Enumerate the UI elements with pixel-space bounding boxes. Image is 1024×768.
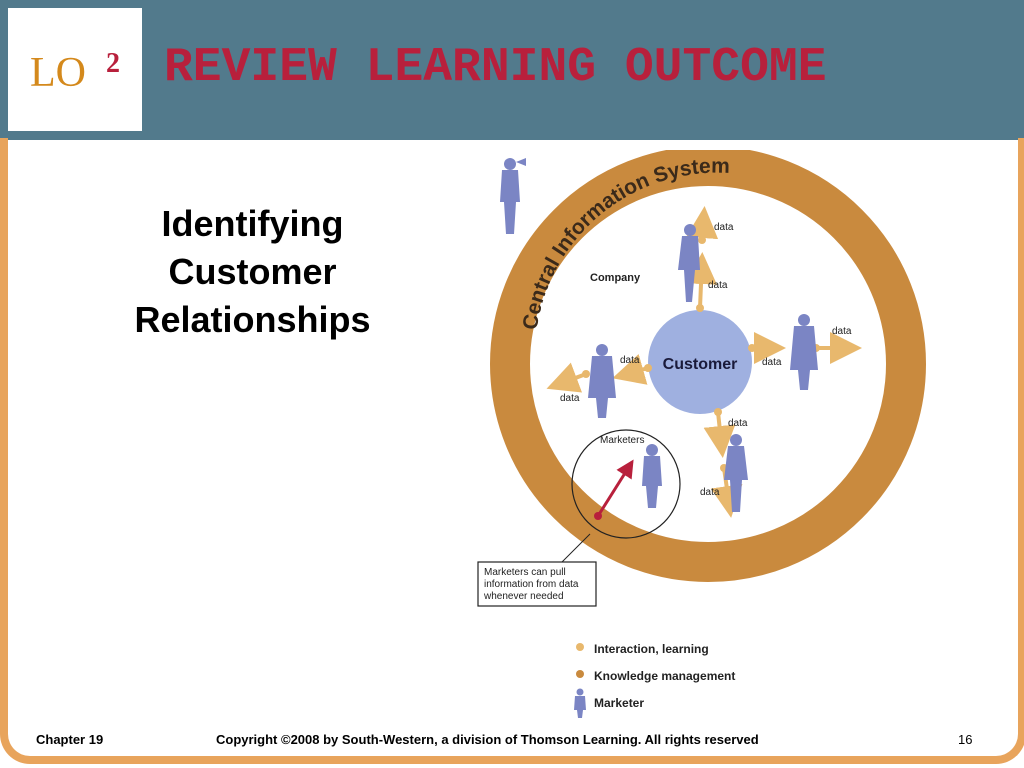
lo-badge: LO 2 — [8, 8, 142, 131]
pull-arrow — [596, 459, 634, 517]
marketer-figure-observer — [500, 158, 526, 234]
legend-label-marketer: Marketer — [594, 696, 644, 710]
pull-arrow-origin — [594, 512, 602, 520]
callout-line-2: information from data — [484, 579, 579, 590]
subtitle-line-1: Identifying — [161, 203, 344, 244]
data-arrow-bottom-1 — [703, 411, 736, 458]
data-node — [748, 344, 756, 352]
data-label: data — [762, 357, 782, 368]
data-node — [714, 408, 722, 416]
data-arrow-left-1 — [612, 354, 649, 385]
content-frame — [0, 138, 1024, 764]
subtitle-line-3: Relationships — [134, 299, 371, 340]
information-system-ring — [490, 150, 926, 582]
data-label: data — [560, 393, 580, 404]
marketer-figure-bottom — [724, 434, 748, 512]
data-node — [644, 364, 652, 372]
marketer-figure-right — [790, 314, 818, 390]
slide-title: REVIEW LEARNING OUTCOME — [164, 41, 827, 95]
data-node — [696, 304, 704, 312]
legend-marketer-icon — [574, 688, 586, 718]
data-label: data — [728, 418, 748, 429]
callout-line-1: Marketers can pull — [484, 567, 566, 578]
legend-label-interaction: Interaction, learning — [594, 642, 709, 656]
callout-connector — [561, 533, 591, 563]
footer-copyright: Copyright ©2008 by South-Western, a divi… — [216, 732, 759, 747]
marketer-figure-left — [588, 344, 616, 418]
data-arrow-top-1 — [685, 252, 717, 309]
data-label: data — [832, 326, 852, 337]
company-label: Company — [590, 272, 641, 284]
data-label: data — [714, 222, 734, 233]
data-label: data — [620, 355, 640, 366]
marketer-figure-top — [678, 224, 700, 302]
data-label: data — [700, 487, 720, 498]
lo-number: 2 — [106, 48, 120, 79]
legend-dot-interaction — [576, 643, 584, 651]
customer-label: Customer — [663, 356, 738, 373]
header-bar: LO 2 REVIEW LEARNING OUTCOME — [0, 0, 1024, 140]
data-arrow-left-2 — [546, 362, 587, 393]
data-node — [698, 236, 706, 244]
customer-circle — [648, 310, 752, 414]
subtitle-line-2: Customer — [168, 251, 337, 292]
footer-page-number: 16 — [958, 732, 973, 747]
customer-relationship-diagram: Central Information System Customer Comp… — [477, 150, 926, 718]
lo-label: LO — [30, 50, 86, 96]
footer-chapter: Chapter 19 — [36, 732, 104, 747]
data-node — [582, 370, 590, 378]
legend-dot-knowledge — [576, 670, 584, 678]
marketers-highlight-circle — [571, 429, 681, 539]
slide-subtitle: Identifying Customer Relationships — [90, 200, 415, 344]
data-arrow-top-2 — [686, 206, 719, 241]
callout-line-3: whenever needed — [483, 591, 564, 602]
data-label: data — [708, 280, 728, 291]
legend-label-knowledge: Knowledge management — [594, 669, 735, 683]
marketers-label: Marketers — [600, 435, 644, 446]
callout-box — [477, 561, 597, 607]
marketer-figure-highlight — [642, 444, 662, 508]
